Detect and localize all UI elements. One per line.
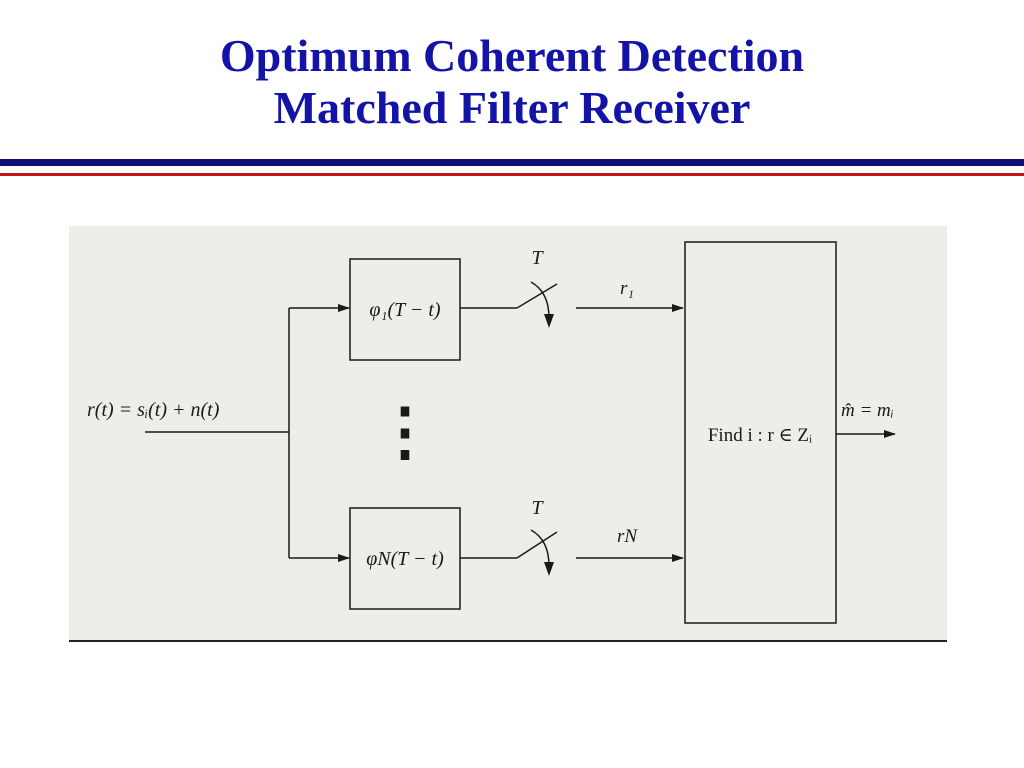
diagram-svg: r(t) = sᵢ(t) + n(t) φ₁(T − t) φN(T − t) … [87, 241, 896, 624]
output-bottom-label: rN [617, 526, 638, 547]
sampler-top-switch [516, 281, 558, 328]
title-rule-navy [0, 159, 1024, 166]
output-top-label: r₁ [620, 278, 634, 299]
filter-top-box [349, 258, 461, 361]
matched-filter-diagram: r(t) = sᵢ(t) + n(t) φ₁(T − t) φN(T − t) … [69, 226, 947, 642]
slide-title: Optimum Coherent Detection Matched Filte… [0, 30, 1024, 134]
filter-bottom-label: φN(T − t) [366, 548, 444, 570]
decision-box [684, 241, 837, 624]
vertical-dots: ⋮ [373, 396, 437, 467]
input-signal-label: r(t) = sᵢ(t) + n(t) [87, 399, 220, 421]
title-rule-red [0, 173, 1024, 176]
sampler-top-label: T [531, 247, 544, 269]
title-line-1: Optimum Coherent Detection [219, 30, 805, 81]
sampler-bottom-label: T [531, 497, 544, 519]
decision-label: Find i : r ∈ Zᵢ [708, 425, 812, 446]
filter-top-label: φ₁(T − t) [369, 299, 440, 321]
title-line-2: Matched Filter Receiver [273, 82, 751, 133]
output-decision-label: m̂ = mᵢ [841, 400, 894, 421]
sampler-bottom-switch [516, 529, 558, 576]
